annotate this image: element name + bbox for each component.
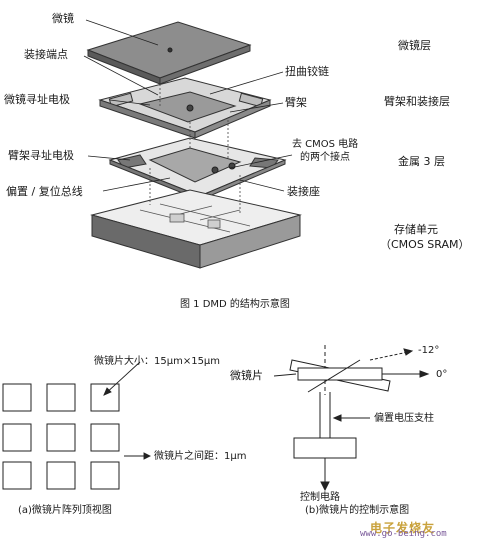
mirror-cell <box>2 383 32 412</box>
control-circuit-label: 控制电路 <box>300 492 340 503</box>
mirror-cell <box>46 461 76 490</box>
watermark-logo: 电子发烧友 <box>370 521 436 535</box>
mirror-cell <box>46 423 76 452</box>
label-mirror-address-electrode: 微镜寻址电极 <box>4 93 70 106</box>
micromirror-plate <box>86 21 252 85</box>
label-yoke-address-electrode: 臂架寻址电极 <box>8 149 74 162</box>
mirror-array <box>2 383 120 490</box>
yoke-layer <box>98 77 272 139</box>
cmos-substrate <box>90 189 302 269</box>
watermark-url: www.go-being.com <box>360 529 447 539</box>
mirror-cell <box>90 383 120 412</box>
label-mount-base: 装接座 <box>287 185 320 198</box>
mirror-label: 微镜片 <box>230 369 263 382</box>
mirror-cell <box>46 383 76 412</box>
label-cmos-contacts-line1: 去 CMOS 电路 <box>292 139 359 150</box>
layer-label-metal3: 金属 3 层 <box>398 155 445 168</box>
mirror-cell <box>90 461 120 490</box>
figure-a-caption: (a)微镜片阵列顶视图 <box>18 505 112 516</box>
angle-label: -12° <box>418 345 440 356</box>
label-mount-point: 装接端点 <box>24 48 68 61</box>
size-pointer <box>103 361 141 396</box>
layer-label-memory-line2: （CMOS SRAM） <box>380 238 470 251</box>
label-micromirror: 微镜 <box>52 12 74 25</box>
layer-label-yoke: 臂架和装接层 <box>384 95 450 108</box>
mirror-size-label: 微镜片大小：15μm×15μm <box>94 356 221 367</box>
zero-angle-label: 0° <box>436 369 448 380</box>
layer-label-mirror: 微镜层 <box>398 39 431 52</box>
mirror-cell <box>2 461 32 490</box>
label-bias-reset-bus: 偏置 / 复位总线 <box>6 185 83 198</box>
bias-post-label: 偏置电压支柱 <box>374 413 434 424</box>
mirror-spacing-label: 微镜片之间距：1μm <box>154 451 247 462</box>
layer-label-memory-line1: 存储单元 <box>394 223 438 236</box>
figure1-caption: 图 1 DMD 的结构示意图 <box>180 299 290 310</box>
control-diagram <box>273 345 430 492</box>
label-cmos-contacts-line2: 的两个接点 <box>300 152 350 163</box>
mirror-cell <box>90 423 120 452</box>
mirror-cell <box>2 423 32 452</box>
label-yoke: 臂架 <box>285 96 307 109</box>
label-torsion-hinge: 扭曲铰链 <box>285 65 329 78</box>
metal3-layer <box>108 137 287 201</box>
figure-b-caption: (b)微镜片的控制示意图 <box>305 505 410 516</box>
